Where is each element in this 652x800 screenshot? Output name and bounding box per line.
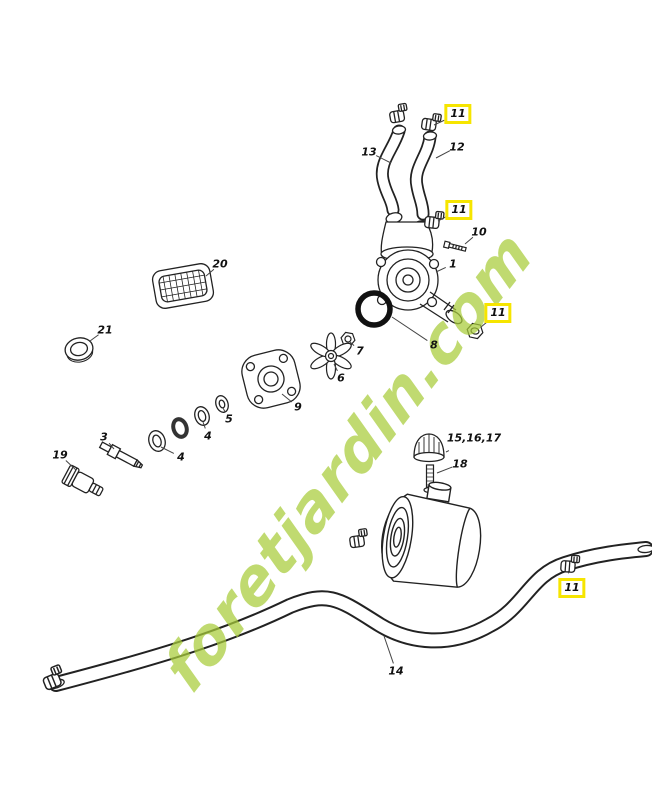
part-label-1: 1 [449, 257, 457, 271]
part-label-19: 19 [52, 448, 68, 462]
part-cap-nut-11 [466, 322, 484, 340]
part-label-21: 21 [97, 323, 113, 337]
part-label-8: 8 [430, 338, 438, 352]
leader-lines [65, 119, 570, 664]
highlighted-part-label-11[interactable]: 11 [444, 104, 472, 124]
part-pressure-body [381, 481, 482, 588]
part-seal-4b [171, 417, 189, 439]
highlighted-part-label-11[interactable]: 11 [445, 200, 473, 220]
part-label-7: 7 [356, 344, 364, 358]
part-label-6: 6 [337, 371, 345, 385]
part-hose-13 [375, 124, 407, 217]
part-label-15,16,17: 15,16,17 [446, 431, 502, 445]
part-strainer-20 [151, 263, 215, 309]
part-seal-4c [148, 430, 166, 452]
part-label-13: 13 [361, 145, 377, 159]
part-label-3: 3 [100, 430, 108, 444]
part-washer-5 [215, 395, 229, 413]
part-label-5: 5 [225, 412, 233, 426]
part-label-14: 14 [388, 664, 404, 678]
part-connector-19 [61, 464, 104, 497]
part-knob-15-16-17 [413, 433, 445, 463]
part-bolt-10 [442, 240, 467, 252]
part-label-4: 4 [204, 429, 212, 443]
part-label-20: 20 [212, 257, 228, 271]
part-pump-housing-1 [375, 221, 463, 325]
part-hose-12 [409, 130, 438, 221]
part-o-ring-8 [355, 290, 393, 328]
part-shaft-3 [98, 441, 144, 469]
part-label-10: 10 [471, 225, 487, 239]
highlighted-part-label-11[interactable]: 11 [558, 578, 586, 598]
part-seal-4a [194, 406, 210, 426]
part-label-12: 12 [449, 140, 465, 154]
part-grommet-21 [64, 337, 94, 363]
part-label-9: 9 [294, 400, 302, 414]
part-label-4: 4 [177, 450, 185, 464]
part-label-18: 18 [452, 457, 468, 471]
highlighted-part-label-11[interactable]: 11 [484, 303, 512, 323]
part-housing-cover-9 [241, 349, 301, 409]
